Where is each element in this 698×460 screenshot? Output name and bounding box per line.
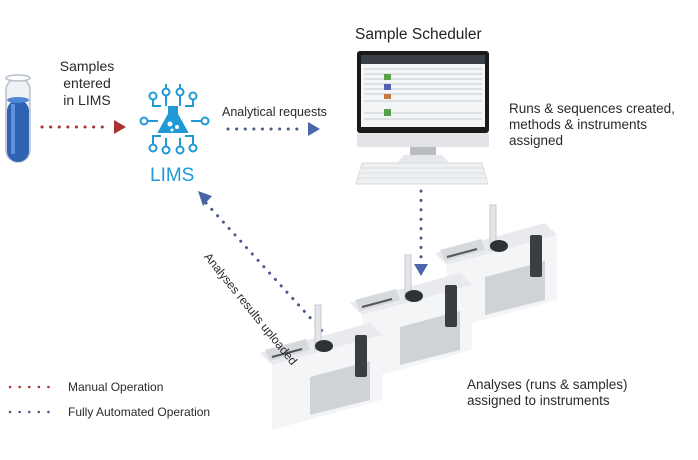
sample-tube-icon [5, 74, 31, 163]
analytical-requests-arrow [226, 122, 320, 136]
instrument-3 [435, 204, 557, 330]
scheduler-description: Runs & sequences created, methods & inst… [509, 101, 675, 148]
legend-manual: Manual Operation [8, 380, 163, 394]
sample-scheduler-title: Sample Scheduler [355, 26, 482, 43]
lims-flask-icon [139, 84, 210, 155]
legend-automated: Fully Automated Operation [8, 405, 210, 419]
instrument-1 [260, 304, 382, 430]
legend-automated-label: Fully Automated Operation [68, 405, 211, 419]
manual-dots-icon [8, 385, 60, 389]
results-uploaded-arrow [198, 191, 326, 335]
manual-arrow [40, 120, 126, 134]
analytical-requests-label: Analytical requests [222, 105, 327, 119]
samples-entered-label: Samples entered in LIMS [59, 58, 115, 108]
monitor-icon [355, 51, 489, 185]
instrument-2 [350, 254, 472, 380]
lims-label: LIMS [150, 165, 195, 186]
instruments-description: Analyses (runs & samples) assigned to in… [467, 377, 628, 408]
scheduler-to-instruments-arrow [414, 189, 428, 276]
automated-dots-icon [8, 410, 60, 414]
legend-manual-label: Manual Operation [68, 380, 164, 394]
